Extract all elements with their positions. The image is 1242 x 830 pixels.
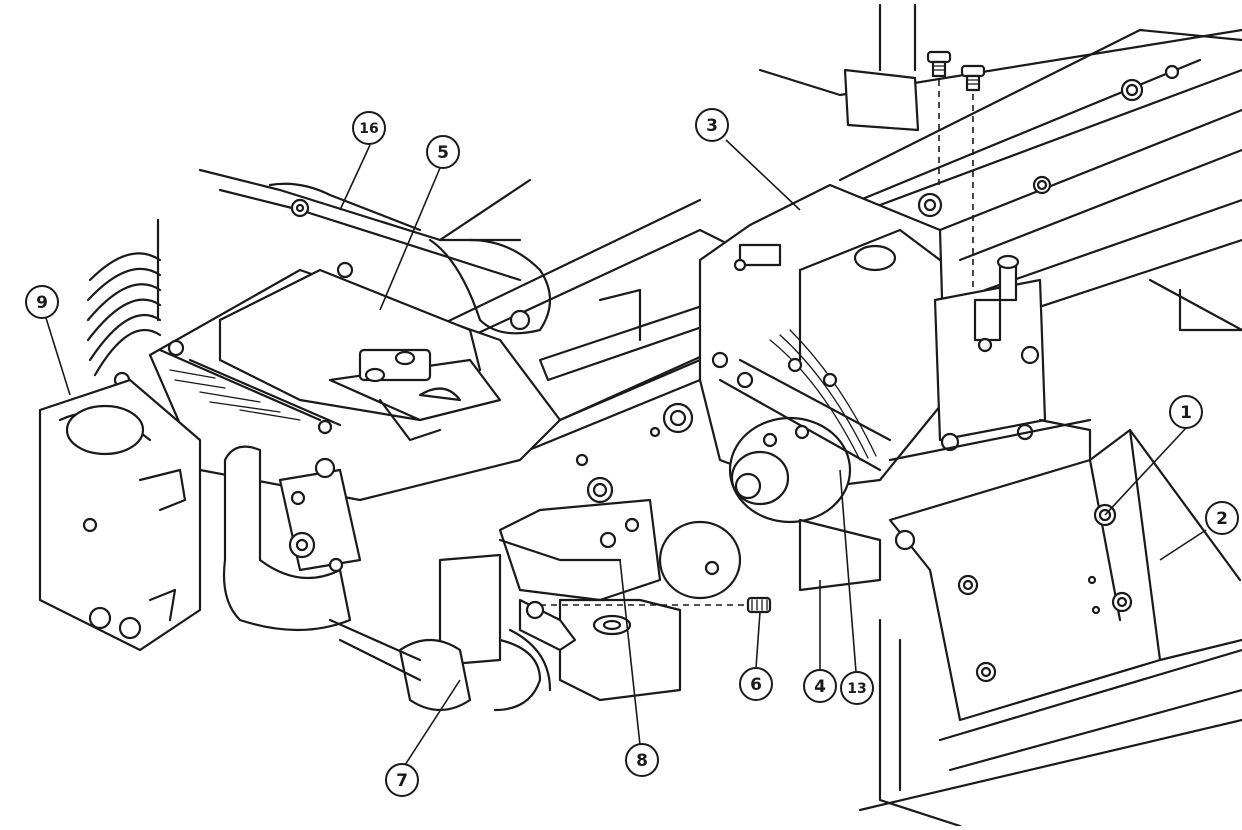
callout-13-label: 13 — [847, 681, 866, 697]
right-side-block — [888, 254, 1092, 472]
feed-linkage — [222, 445, 362, 632]
callout-5-label: 5 — [437, 143, 449, 163]
callout-6-label: 6 — [750, 675, 762, 695]
callout-4: 4 — [803, 669, 837, 703]
callout-7-label: 7 — [396, 771, 408, 791]
callout-2-label: 2 — [1216, 509, 1228, 529]
upper-left-frame — [198, 168, 642, 342]
callout-3-label: 3 — [706, 116, 718, 136]
callout-8: 8 — [625, 743, 659, 777]
callout-5: 5 — [426, 135, 460, 169]
lower-table-frame — [858, 618, 1242, 828]
callout-9: 9 — [25, 285, 59, 319]
callout-3: 3 — [695, 108, 729, 142]
callout-16: 16 — [352, 111, 386, 145]
callout-9-label: 9 — [36, 293, 48, 313]
lower-bracket — [498, 498, 742, 702]
hook-housing — [698, 183, 947, 592]
callout-2: 2 — [1205, 501, 1239, 535]
callout-7: 7 — [385, 763, 419, 797]
set-screw — [540, 596, 772, 614]
mounting-plate — [888, 428, 1242, 722]
upper-frame-rails — [758, 28, 1242, 332]
callout-4-label: 4 — [814, 677, 826, 697]
hose — [328, 553, 577, 712]
leader-lines — [45, 139, 1207, 766]
top-screws — [926, 50, 986, 310]
upright-post — [843, 3, 920, 132]
presser-unit — [113, 261, 562, 502]
coil-spring — [86, 218, 162, 377]
callout-16-label: 16 — [359, 121, 378, 137]
callout-1-label: 1 — [1180, 403, 1192, 423]
callout-1: 1 — [1169, 395, 1203, 429]
left-end-cover — [38, 378, 202, 652]
callout-8-label: 8 — [636, 751, 648, 771]
callout-6: 6 — [739, 667, 773, 701]
callout-13: 13 — [840, 671, 874, 705]
